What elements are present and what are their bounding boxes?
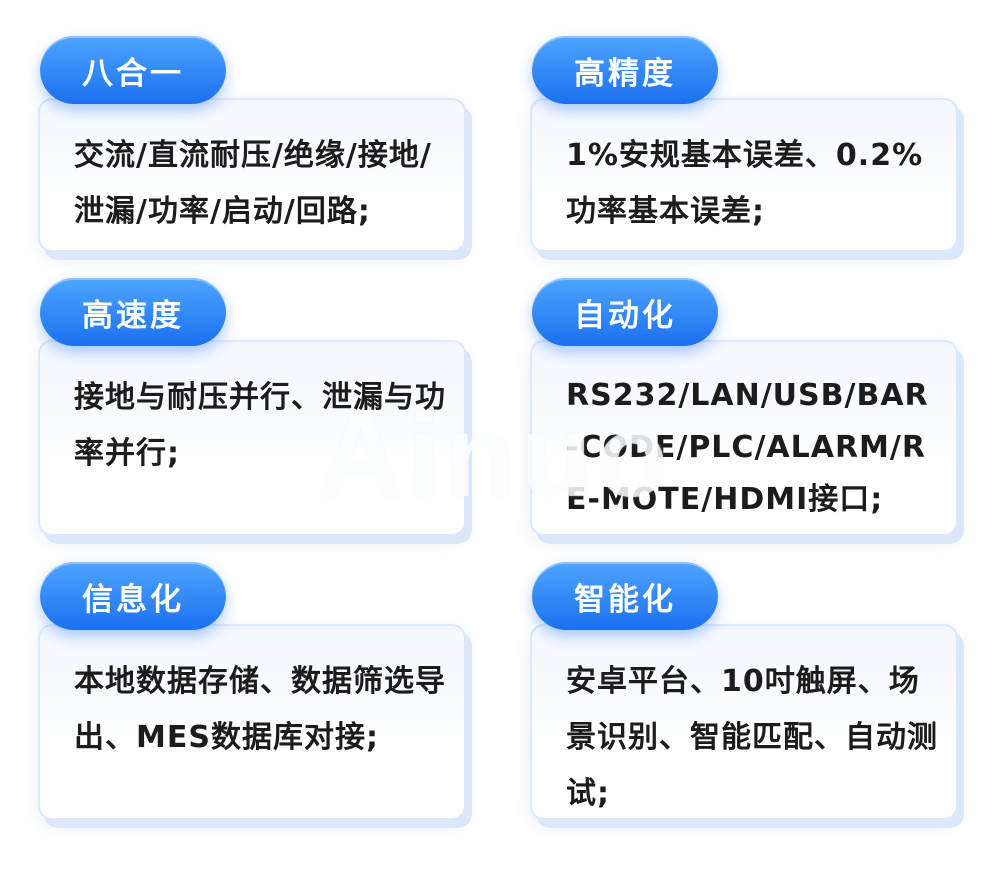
feature-description: 本地数据存储、数据筛选导出、MES数据库对接; — [74, 664, 446, 755]
feature-card-eight-in-one: 交流/直流耐压/绝缘/接地/泄漏/功率/启动/回路; — [38, 98, 466, 252]
feature-title-badge: 八合一 — [40, 36, 226, 104]
feature-title-badge: 智能化 — [532, 562, 718, 630]
feature-description: RS232/LAN/USB/BAR-CODE/PLC/ALARM/RE-MOTE… — [566, 378, 929, 517]
feature-card-high-precision: 1%安规基本误差、0.2%功率基本误差; — [530, 98, 958, 252]
feature-title-badge: 高速度 — [40, 278, 226, 346]
feature-description: 1%安规基本误差、0.2%功率基本误差; — [566, 138, 924, 229]
feature-description: 接地与耐压并行、泄漏与功率并行; — [74, 380, 446, 471]
feature-card-high-speed: 接地与耐压并行、泄漏与功率并行; — [38, 340, 466, 536]
feature-description: 安卓平台、10吋触屏、场景识别、智能匹配、自动测试; — [566, 664, 938, 811]
feature-card-intelligent: 安卓平台、10吋触屏、场景识别、智能匹配、自动测试; — [530, 624, 958, 820]
feature-title-badge: 信息化 — [40, 562, 226, 630]
feature-description: 交流/直流耐压/绝缘/接地/泄漏/功率/启动/回路; — [74, 138, 432, 229]
feature-card-informatization: 本地数据存储、数据筛选导出、MES数据库对接; — [38, 624, 466, 820]
feature-title-badge: 自动化 — [532, 278, 718, 346]
feature-card-automation: RS232/LAN/USB/BAR-CODE/PLC/ALARM/RE-MOTE… — [530, 340, 958, 536]
feature-title-badge: 高精度 — [532, 36, 718, 104]
